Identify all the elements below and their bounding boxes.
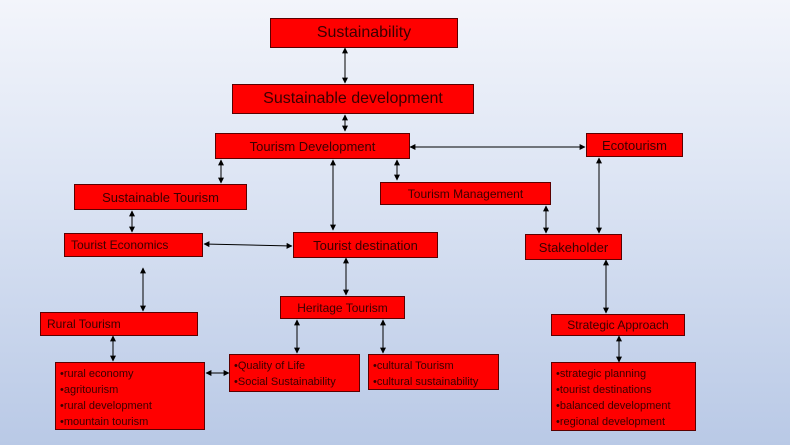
node-strategic-approach: Strategic Approach	[551, 314, 685, 336]
list-item: cultural sustainability	[373, 374, 494, 389]
list-item: agritourism	[60, 382, 200, 398]
edge-tourist-economics-tourist-destination	[203, 241, 293, 249]
node-sustainability: Sustainability	[270, 18, 458, 48]
list-item: Quality of Life	[234, 358, 355, 374]
node-ecotourism: Ecotourism	[586, 133, 683, 157]
list-item: balanced development	[556, 398, 691, 414]
list-item: strategic planning	[556, 366, 691, 382]
node-sustainable-tourism: Sustainable Tourism	[74, 184, 247, 210]
node-rural-tourism: Rural Tourism	[40, 312, 198, 336]
node-tourist-economics: Tourist Economics	[64, 233, 203, 257]
list-item: rural economy	[60, 366, 200, 382]
list-cultural: cultural Tourism cultural sustainability	[368, 354, 499, 390]
node-heritage-tourism: Heritage Tourism	[280, 296, 405, 319]
node-tourism-management: Tourism Management	[380, 182, 551, 205]
list-item: regional development	[556, 414, 691, 430]
list-strategic: strategic planning tourist destinations …	[551, 362, 696, 431]
list-item: Social Sustainability	[234, 374, 355, 390]
list-item: cultural Tourism	[373, 358, 494, 374]
node-tourism-development: Tourism Development	[215, 133, 410, 159]
node-tourist-destination: Tourist destination	[293, 232, 438, 258]
list-item: rural development	[60, 398, 200, 414]
list-item: mountain tourism	[60, 414, 200, 429]
list-rural: rural economy agritourism rural developm…	[55, 362, 205, 430]
node-sustainable-development: Sustainable development	[232, 84, 474, 114]
list-item: tourist destinations	[556, 382, 691, 398]
node-stakeholder: Stakeholder	[525, 234, 622, 260]
list-quality: Quality of Life Social Sustainability	[229, 354, 360, 392]
